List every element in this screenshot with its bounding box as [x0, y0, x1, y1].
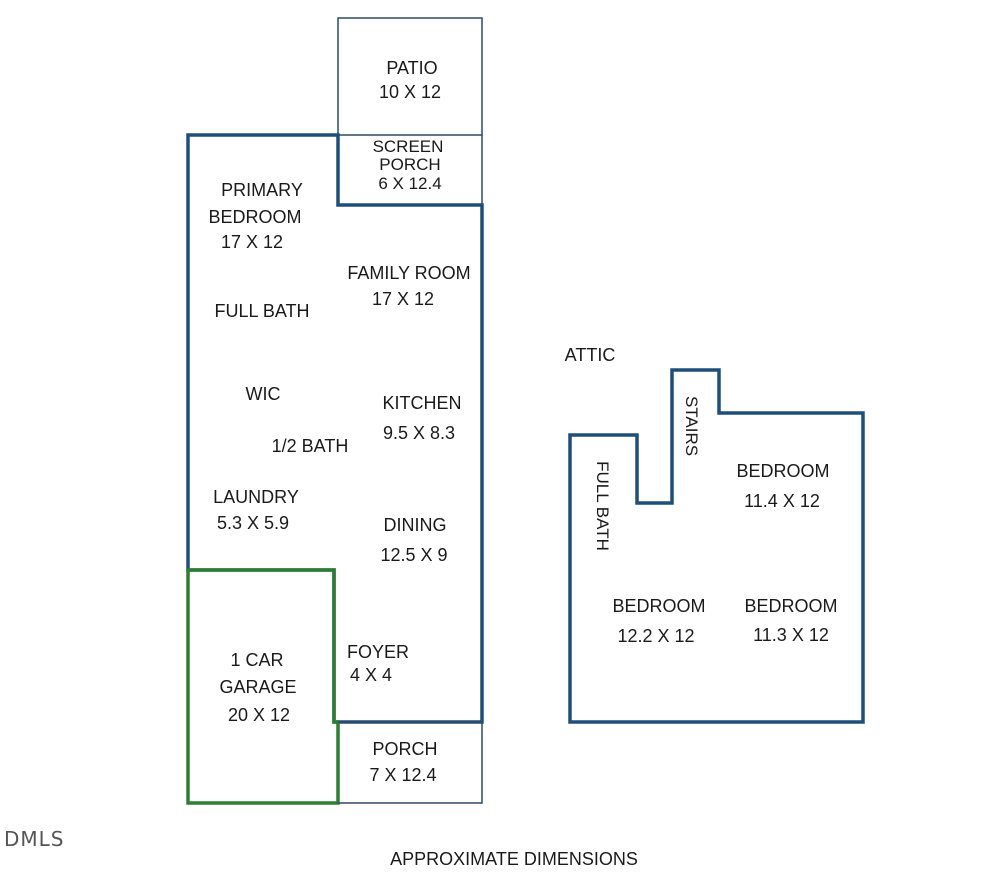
screen-porch-name-line2: PORCH [379, 155, 440, 174]
attic-full-bath-label: FULL BATH [593, 461, 612, 551]
primary-bedroom-dims: 17 X 12 [221, 232, 283, 252]
patio-name: PATIO [386, 58, 437, 78]
porch-dims: 7 X 12.4 [369, 765, 436, 785]
screen-porch-name-line1: SCREEN [373, 137, 444, 156]
porch-name: PORCH [372, 739, 437, 759]
attic-outline [568, 368, 865, 724]
attic-bedroom-2-dims: 12.2 X 12 [617, 626, 694, 646]
garage-name-line2: GARAGE [219, 677, 296, 697]
family-room-name: FAMILY ROOM [347, 263, 470, 283]
approximate-dimensions-note: APPROXIMATE DIMENSIONS [390, 849, 638, 869]
attic-bedroom-3-dims: 11.3 X 12 [753, 625, 829, 645]
laundry-dims: 5.3 X 5.9 [217, 513, 289, 533]
dining-name: DINING [384, 515, 447, 535]
attic-bedroom-3-name: BEDROOM [744, 596, 837, 616]
porch-outline [338, 721, 483, 804]
patio-outline [337, 17, 483, 136]
wic-name: WIC [246, 384, 281, 404]
attic-bedroom-2-name: BEDROOM [612, 596, 705, 616]
primary-bedroom-name-line1: PRIMARY [221, 180, 303, 200]
garage-dims: 20 X 12 [228, 705, 290, 725]
foyer-dims: 4 X 4 [350, 665, 392, 685]
laundry-name: LAUNDRY [213, 487, 299, 507]
half-bath-name: 1/2 BATH [272, 436, 349, 456]
screen-porch-dims: 6 X 12.4 [378, 174, 441, 193]
primary-bedroom-name-line2: BEDROOM [208, 207, 301, 227]
foyer-name: FOYER [347, 642, 409, 662]
family-room-dims: 17 X 12 [372, 289, 434, 309]
kitchen-dims: 9.5 X 8.3 [383, 423, 455, 443]
dining-dims: 12.5 X 9 [380, 545, 447, 565]
kitchen-name: KITCHEN [382, 393, 461, 413]
full-bath-name: FULL BATH [214, 301, 309, 321]
patio-dims: 10 X 12 [379, 82, 441, 102]
garage-name-line1: 1 CAR [230, 650, 283, 670]
attic-title: ATTIC [565, 345, 616, 365]
attic-bedroom-1-dims: 11.4 X 12 [744, 491, 820, 511]
attic-bedroom-1-name: BEDROOM [736, 461, 829, 481]
attic-stairs-label: STAIRS [682, 396, 701, 456]
dmls-watermark: DMLS [4, 827, 65, 851]
